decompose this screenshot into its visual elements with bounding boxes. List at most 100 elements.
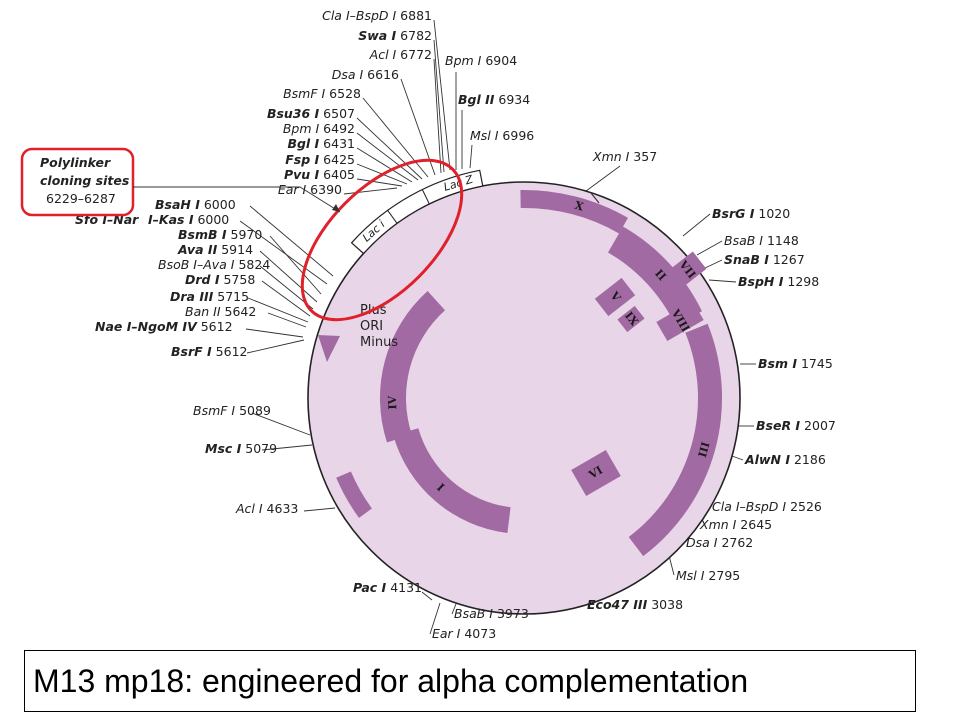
site-bsrg-i-1020-label: BsrG I 1020: [712, 206, 790, 221]
ori-label-3: Minus: [360, 335, 398, 350]
polylinker-pointer: [133, 186, 341, 213]
polylinker-box: [20, 147, 135, 217]
site-ear-i-4073-label: Ear I 4073: [432, 626, 496, 641]
site-ear-i-4073-leader: [429, 602, 441, 635]
site-swa-i-6782-label: Swa I 6782: [358, 28, 432, 43]
site-ear-i-6390-leader: [343, 187, 398, 195]
site-fsp-i-6425-label: Fsp I 6425: [285, 152, 355, 167]
site-ear-i-6390-label: Ear I 6390: [278, 182, 342, 197]
site-dsa-i-2762-label: Dsa I 2762: [686, 535, 753, 550]
site-ava-ii-5914-leader: [259, 250, 318, 303]
gene-vii-box: [667, 251, 707, 289]
site-acl-i-6772-leader: [433, 58, 442, 174]
site-bsah-i-6000-leader: [249, 205, 334, 277]
gene-i-arc: [393, 428, 511, 533]
site-swa-i-6782-leader: [433, 39, 445, 173]
site-bsph-i-1298-label: BspH I 1298: [738, 274, 819, 289]
site-bsmb-i-5970-label: BsmB I 5970: [178, 227, 262, 242]
site-bpm-i-6492-leader: [356, 132, 419, 181]
site-acl-i-6772-label: Acl I 6772: [369, 47, 432, 62]
site-bsmf-i-5089-leader: [251, 412, 311, 436]
ori-arrowhead: [318, 335, 340, 362]
site-drd-i-5758-leader: [261, 280, 311, 317]
site-msl-i-6996-label: Msl I 6996: [470, 128, 534, 143]
site-cla-i-bspd-i-6881-label: Cla I–BspD I 6881: [322, 8, 432, 23]
site-bsmf-i-6528-label: BsmF I 6528: [283, 86, 361, 101]
caption-text: M13 mp18: engineered for alpha complemen…: [33, 663, 749, 699]
polylinker-range: 6229–6287: [46, 191, 116, 206]
site-msl-i-2795-label: Msl I 2795: [676, 568, 740, 583]
gene-boundary-tick: [590, 192, 600, 204]
site-eco47-iii-3038-label: Eco47 III 3038: [587, 597, 683, 612]
plasmid-circle: [307, 181, 741, 615]
site-pvu-i-6405-leader: [356, 178, 403, 187]
site-pvu-i-6405-label: Pvu I 6405: [284, 167, 355, 182]
site-bsab-i-3973-label: BsaB I 3973: [454, 606, 529, 621]
site-bsah-i-6000-label: BsaH I 6000: [155, 197, 236, 212]
polylinker-line1: Polylinker: [40, 155, 111, 170]
gene-ix-box: [617, 305, 645, 333]
gene-x-arc: [520, 189, 628, 234]
site-acl-i-4633-leader: [303, 507, 336, 512]
site-ava-ii-5914-label: Ava II 5914: [177, 242, 253, 257]
site-ban-ii-5642-label: Ban II 5642: [185, 304, 256, 319]
lac-divider-2: [387, 210, 398, 224]
site-bpm-i-6904-label: Bpm I 6904: [445, 53, 517, 68]
site-bsob-i-ava-i-5824-label: BsoB I–Ava I 5824: [158, 257, 270, 272]
site-bsrf-i-5612-leader: [246, 339, 305, 354]
site-i-kas-i-6000-label: I–Kas I 6000: [148, 212, 229, 227]
site-bsmb-i-5970-leader: [269, 235, 322, 295]
site-bsu36-i-6507-label: Bsu36 I 6507: [267, 106, 355, 121]
site-dsa-i-6616-label: Dsa I 6616: [332, 67, 399, 82]
site-bsab-i-1148-label: BsaB I 1148: [724, 233, 799, 248]
site-msl-i-6996-leader: [469, 144, 473, 169]
gene-x-label: X: [573, 199, 585, 214]
gene-v-box: [594, 277, 636, 317]
site-msc-i-5079-leader: [261, 444, 313, 451]
ori-segment: [336, 471, 372, 518]
site-nae-i-ngom-iv-5612-label: Nae I–NgoM IV 5612: [95, 319, 233, 334]
site-ban-ii-5642-leader: [267, 312, 307, 328]
site-bsab-i-1148-leader: [696, 240, 723, 256]
site-dra-iii-5715-label: Dra III 5715: [170, 289, 249, 304]
site-bsrf-i-5612-label: BsrF I 5612: [171, 344, 247, 359]
site-bgl-ii-6934-label: Bgl II 6934: [458, 92, 530, 107]
gene-iii-arc: [628, 323, 723, 557]
gene-ii-arc: [608, 226, 702, 325]
site-bpm-i-6492-label: Bpm I 6492: [283, 121, 355, 136]
gene-iii-label: III: [695, 440, 712, 458]
site-xmn-i-357-label: Xmn I 357: [592, 149, 657, 164]
highlight-ellipse: [300, 158, 464, 322]
site-cla-i-bspd-i-2526-label: Cla I–BspD I 2526: [712, 499, 822, 514]
gene-vi-box: [571, 450, 621, 496]
site-bser-i-2007-label: BseR I 2007: [756, 418, 836, 433]
site-snab-i-1267-label: SnaB I 1267: [724, 252, 805, 267]
site-bsab-i-3973-leader: [451, 603, 457, 615]
site-bsmf-i-5089-label: BsmF I 5089: [193, 403, 271, 418]
polylinker-line2: cloning sites: [40, 173, 129, 188]
site-xmn-i-357-leader: [581, 165, 621, 195]
site-bsm-i-1745-label: Bsm I 1745: [758, 356, 833, 371]
lac-gene-band: [350, 169, 484, 255]
site-drd-i-5758-label: Drd I 5758: [185, 272, 255, 287]
gene-viii-box: [656, 300, 704, 342]
site-msc-i-5079-label: Msc I 5079: [205, 441, 277, 456]
site-xmn-i-2645-label: Xmn I 2645: [699, 517, 772, 532]
site-bgl-i-6431-label: Bgl I 6431: [287, 136, 355, 151]
site-bsmf-i-6528-leader: [362, 97, 429, 178]
site-bsu36-i-6507-leader: [356, 117, 423, 180]
gene-vi-label: VI: [586, 464, 605, 483]
lac-divider-1: [421, 189, 430, 205]
site-alwn-i-2186-leader: [731, 455, 744, 461]
site-i-kas-i-6000-leader: [239, 220, 328, 285]
polylinker-pointer-head: [332, 204, 340, 212]
site-bsrg-i-1020-leader: [682, 213, 711, 237]
caption-box: M13 mp18: engineered for alpha complemen…: [24, 650, 916, 712]
gene-iv-arc: [379, 291, 445, 443]
site-bgl-i-6431-leader: [356, 147, 413, 183]
gene-iv-label: IV: [386, 395, 399, 410]
site-snab-i-1267-leader: [704, 259, 723, 269]
